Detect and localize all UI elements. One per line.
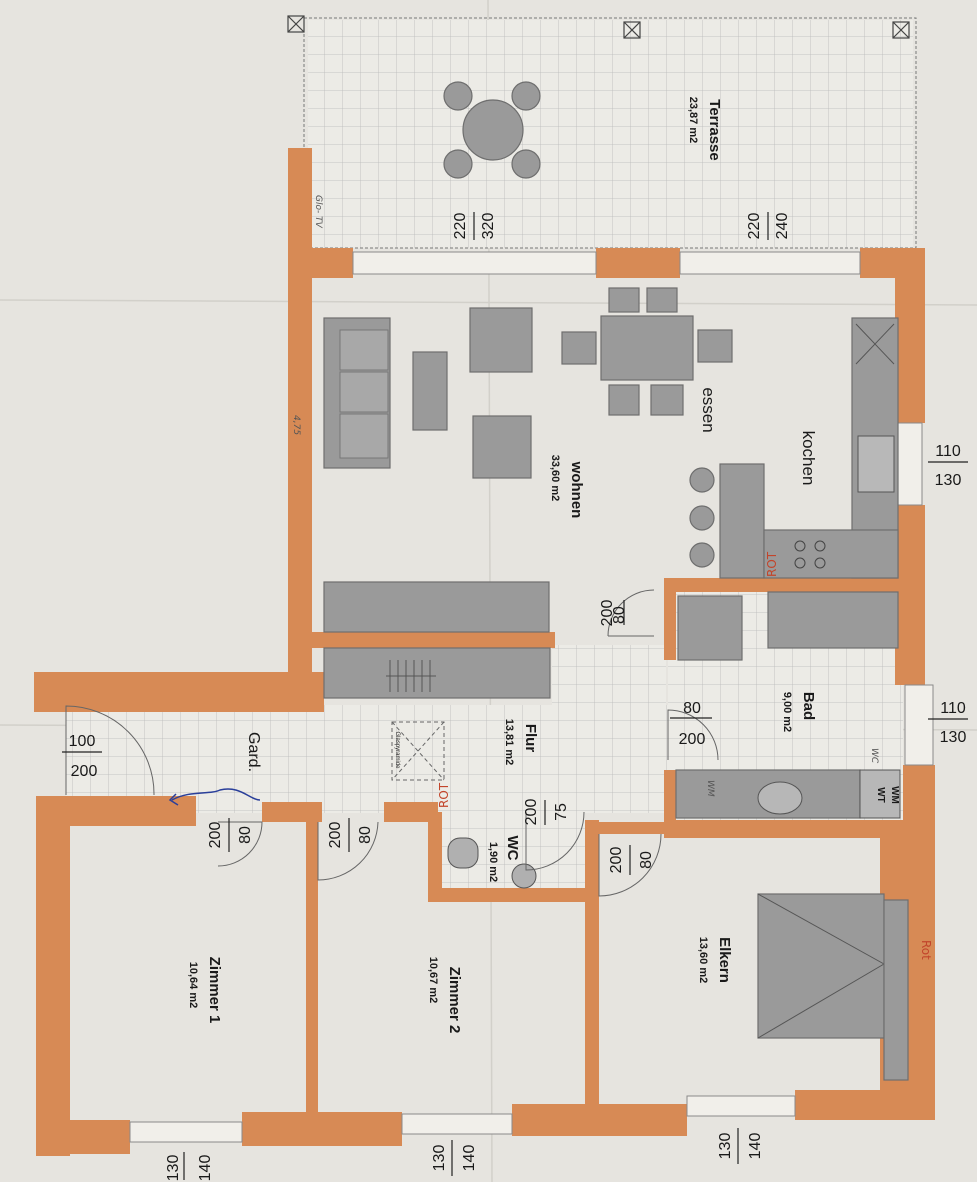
- wc-fixtures: [447, 837, 537, 889]
- handwritten-notes: Rot ROT ROT Glo- TV 4,75 WC WM: [291, 195, 933, 960]
- svg-text:200: 200: [207, 822, 224, 849]
- bad-area: 9,00 m2: [781, 692, 793, 732]
- bar-stools: [689, 467, 715, 568]
- flur-name: Flur: [522, 724, 539, 752]
- svg-text:140: 140: [747, 1133, 764, 1160]
- dimension-values-horizontal: 110 130 110 130 80 200 100 200: [69, 443, 967, 780]
- elkern-area: 13,60 m2: [697, 937, 709, 983]
- svg-text:200: 200: [523, 799, 540, 826]
- svg-text:130: 130: [431, 1145, 448, 1172]
- bad-name: Bad: [800, 692, 817, 720]
- zimmer2-name: Zimmer 2: [446, 967, 463, 1034]
- armchair-bottom: [472, 415, 532, 479]
- svg-text:Rot: Rot: [919, 940, 933, 960]
- terrasse-area: 23,87 m2: [687, 97, 699, 143]
- svg-text:130: 130: [940, 729, 967, 746]
- zimmer1-name: Zimmer 1: [206, 957, 223, 1024]
- svg-text:200: 200: [327, 822, 344, 849]
- hallway-wardrobe: [323, 647, 551, 699]
- svg-text:75: 75: [553, 803, 570, 821]
- svg-text:Glo- TV: Glo- TV: [313, 195, 323, 229]
- svg-text:110: 110: [935, 443, 961, 460]
- svg-text:WM: WM: [705, 780, 715, 797]
- coffee-table: [412, 351, 448, 431]
- terrace-floor: [308, 20, 913, 248]
- wt-label: WT: [875, 787, 886, 803]
- terrasse-name: Terrasse: [706, 99, 723, 160]
- wc-name: WC: [504, 836, 521, 861]
- glass-pyramid: [391, 721, 445, 781]
- blue-arrow-mark: [171, 788, 261, 801]
- elkern-name: Elkern: [716, 937, 733, 983]
- svg-text:200: 200: [599, 600, 616, 627]
- double-bed: [757, 893, 909, 1081]
- svg-text:80: 80: [683, 700, 701, 717]
- svg-text:80: 80: [611, 606, 628, 624]
- dining-set: [561, 287, 733, 416]
- wohnen-name: wohnen: [568, 461, 585, 519]
- svg-text:ROT: ROT: [765, 551, 779, 577]
- svg-text:240: 240: [774, 213, 791, 240]
- windows: [129, 251, 934, 1143]
- svg-text:110: 110: [940, 700, 966, 717]
- svg-text:140: 140: [461, 1145, 478, 1172]
- blue-arrow-head: [168, 793, 179, 806]
- svg-text:80: 80: [237, 826, 254, 844]
- svg-text:80: 80: [357, 826, 374, 844]
- svg-text:WC: WC: [869, 748, 879, 764]
- zimmer2-area: 10,67 m2: [427, 957, 439, 1003]
- terrace-posts: [287, 15, 910, 39]
- sofa: [323, 317, 391, 469]
- svg-text:80: 80: [638, 851, 655, 869]
- svg-text:200: 200: [679, 731, 706, 748]
- sideboard: [323, 581, 550, 633]
- svg-text:130: 130: [717, 1133, 734, 1160]
- walls: [34, 148, 935, 1156]
- bath-fixtures: [675, 591, 901, 819]
- svg-text:140: 140: [197, 1155, 214, 1182]
- terrace-table-set: [443, 81, 541, 179]
- svg-text:220: 220: [746, 213, 763, 240]
- svg-text:130: 130: [935, 472, 962, 489]
- glaspyramide-label: Glaspyramide: [394, 731, 400, 769]
- svg-text:220: 220: [452, 213, 469, 240]
- dimension-values: 320 220 240 220 80 200 80 200 80 200 75 …: [165, 213, 791, 1182]
- zimmer1-area: 10,64 m2: [187, 962, 199, 1008]
- dimension-lines: [62, 212, 968, 1180]
- wm-label: WM: [889, 786, 900, 804]
- door-swings: [65, 589, 719, 897]
- armchair-top: [469, 307, 533, 373]
- gard-name: Gard.: [245, 732, 262, 772]
- wohnen-area: 33,60 m2: [549, 455, 561, 501]
- svg-text:100: 100: [69, 733, 96, 750]
- kochen-name: kochen: [799, 431, 818, 486]
- svg-text:200: 200: [71, 763, 98, 780]
- kitchen-counter: [719, 317, 899, 579]
- svg-text:200: 200: [608, 847, 625, 874]
- svg-text:320: 320: [480, 213, 497, 240]
- essen-name: essen: [699, 387, 718, 432]
- flur-area: 13,81 m2: [503, 719, 515, 765]
- wc-area: 1,90 m2: [487, 842, 499, 882]
- svg-text:ROT: ROT: [437, 782, 451, 808]
- svg-text:130: 130: [165, 1155, 182, 1182]
- hallway-floor-center: [552, 645, 666, 805]
- stairs-hatch: [386, 660, 436, 692]
- svg-text:4,75: 4,75: [291, 415, 301, 435]
